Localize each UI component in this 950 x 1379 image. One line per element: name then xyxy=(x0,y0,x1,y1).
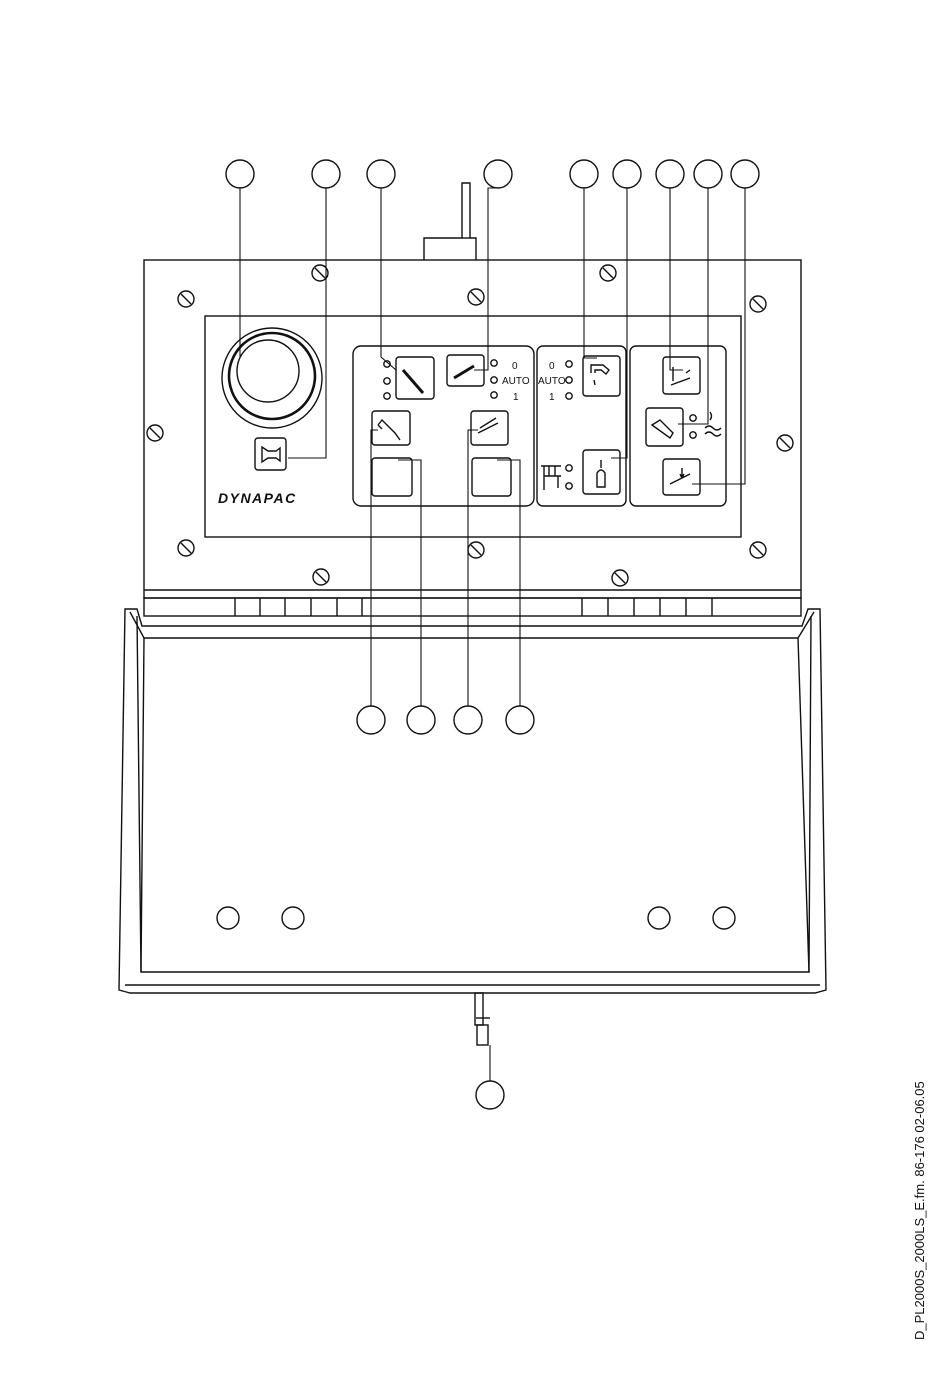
callout-circle xyxy=(484,160,512,188)
switch-position-1: 1 xyxy=(513,392,519,403)
switch-position-auto: AUTO xyxy=(538,376,566,387)
document-reference: D_PL2000S_2000LS_E.fm. 86-176 02-06.05 xyxy=(906,1030,936,1340)
switch-position-auto: AUTO xyxy=(502,376,530,387)
switch-position-0: 0 xyxy=(549,361,555,372)
switch-position-0: 0 xyxy=(512,361,518,372)
lid-latch xyxy=(475,993,490,1045)
document-reference-text: D_PL2000S_2000LS_E.fm. 86-176 02-06.05 xyxy=(912,1081,927,1340)
switch-position-1: 1 xyxy=(549,392,555,403)
callout-circle xyxy=(570,160,598,188)
callout-circle xyxy=(613,160,641,188)
callout-circle xyxy=(312,160,340,188)
callout-circle xyxy=(694,160,722,188)
callout-circle xyxy=(226,160,254,188)
hinge-segments xyxy=(235,598,712,616)
callout-circle xyxy=(476,1081,504,1109)
callout-circle xyxy=(731,160,759,188)
screw xyxy=(600,265,616,281)
callout-circle xyxy=(367,160,395,188)
callout-circle xyxy=(656,160,684,188)
brand-logo: DYNAPAC xyxy=(218,490,297,506)
cover-lid xyxy=(119,598,826,993)
mounting-bracket xyxy=(424,183,476,268)
